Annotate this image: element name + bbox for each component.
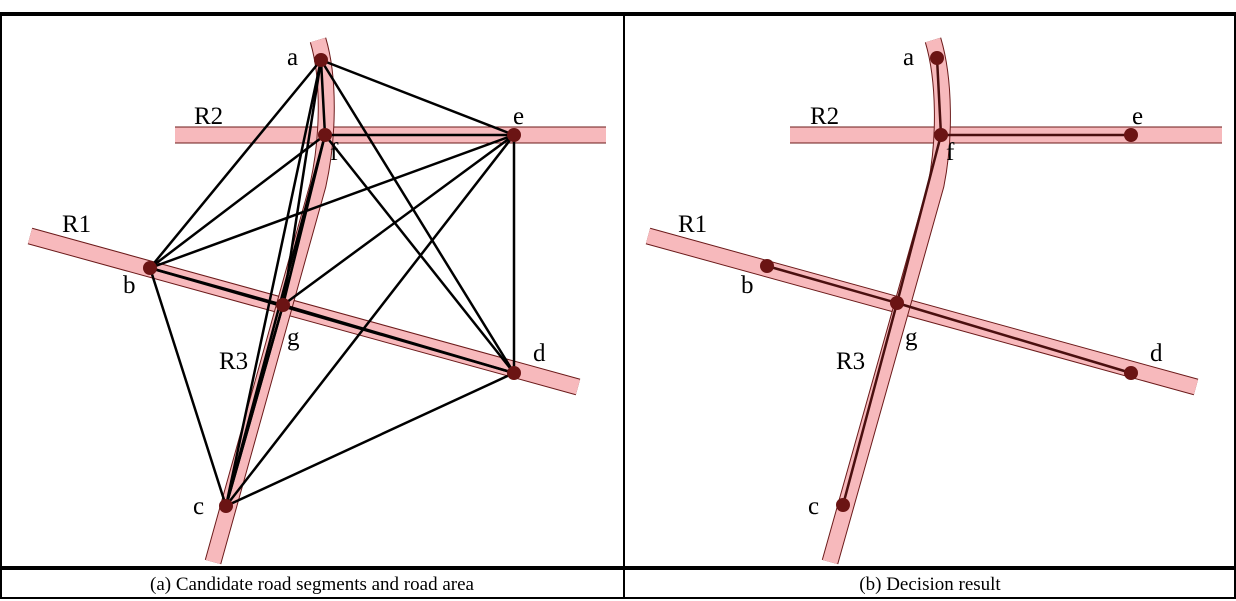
segment-a-f [319, 58, 327, 137]
node-a [314, 53, 328, 67]
node-label-e: e [513, 103, 524, 130]
node-label-g: g [287, 324, 300, 351]
node-label-f: f [946, 139, 955, 166]
segment-a-d [319, 58, 516, 375]
segment-e-c [224, 133, 516, 508]
node-label-a: a [287, 44, 298, 71]
node-c [219, 499, 233, 513]
node-d [507, 366, 521, 380]
node-b [760, 259, 774, 273]
table-frame [0, 12, 1236, 599]
node-label-f: f [330, 139, 339, 166]
segment-b-d [148, 266, 516, 375]
caption-panel-b: (b) Decision result [859, 574, 1001, 595]
segment-f-g [895, 133, 943, 305]
node-labels: a b c d e f g [741, 44, 1163, 520]
node-label-d: d [533, 340, 546, 367]
segment-a-c [224, 58, 323, 508]
road-labels: R1 R2 R3 [678, 103, 865, 375]
node-c [836, 498, 850, 512]
node-a [930, 51, 944, 65]
segment-g-c [841, 301, 899, 507]
node-labels: a b c d e f g [123, 44, 546, 520]
segment-e-b [148, 133, 516, 270]
node-label-b: b [741, 272, 754, 299]
segment-e-g [281, 133, 516, 307]
segment-d-c [224, 371, 516, 508]
segment-f-b [148, 133, 327, 270]
node-f [934, 128, 948, 142]
panel-decision-result: R1 R2 R3 a b c d e f g [645, 37, 1222, 565]
segment-g-d [895, 301, 1133, 375]
node-g [890, 296, 904, 310]
node-f [318, 128, 332, 142]
node-label-e: e [1132, 103, 1143, 130]
node-d [1124, 366, 1138, 380]
node-label-b: b [123, 272, 136, 299]
segment-f-d [323, 133, 516, 375]
node-label-c: c [193, 493, 204, 520]
road-label-r2: R2 [810, 103, 839, 130]
node-label-d: d [1150, 340, 1163, 367]
panel-candidate-segments: R1 R2 R3 a b c d e f g [27, 37, 606, 565]
node-b [143, 261, 157, 275]
road-label-r1: R1 [62, 211, 91, 238]
segment-a-e [319, 58, 516, 137]
road-labels: R1 R2 R3 [62, 103, 248, 375]
segment-b-g [765, 264, 899, 305]
node-label-a: a [903, 44, 914, 71]
result-segments [765, 56, 1133, 507]
node-g [276, 298, 290, 312]
node-label-c: c [808, 493, 819, 520]
node-e [507, 128, 521, 142]
node-points [143, 53, 521, 513]
caption-panel-a: (a) Candidate road segments and road are… [150, 574, 474, 595]
road-label-r1: R1 [678, 211, 707, 238]
segment-a-f [935, 56, 943, 137]
segment-g-c [224, 303, 285, 508]
road-label-r3: R3 [219, 348, 248, 375]
node-label-g: g [905, 324, 918, 351]
node-points [760, 51, 1138, 512]
candidate-segments [148, 58, 516, 508]
node-e [1124, 128, 1138, 142]
segment-b-c [148, 266, 228, 508]
road-label-r2: R2 [194, 103, 223, 130]
segment-a-b [148, 58, 323, 270]
road-label-r3: R3 [836, 348, 865, 375]
